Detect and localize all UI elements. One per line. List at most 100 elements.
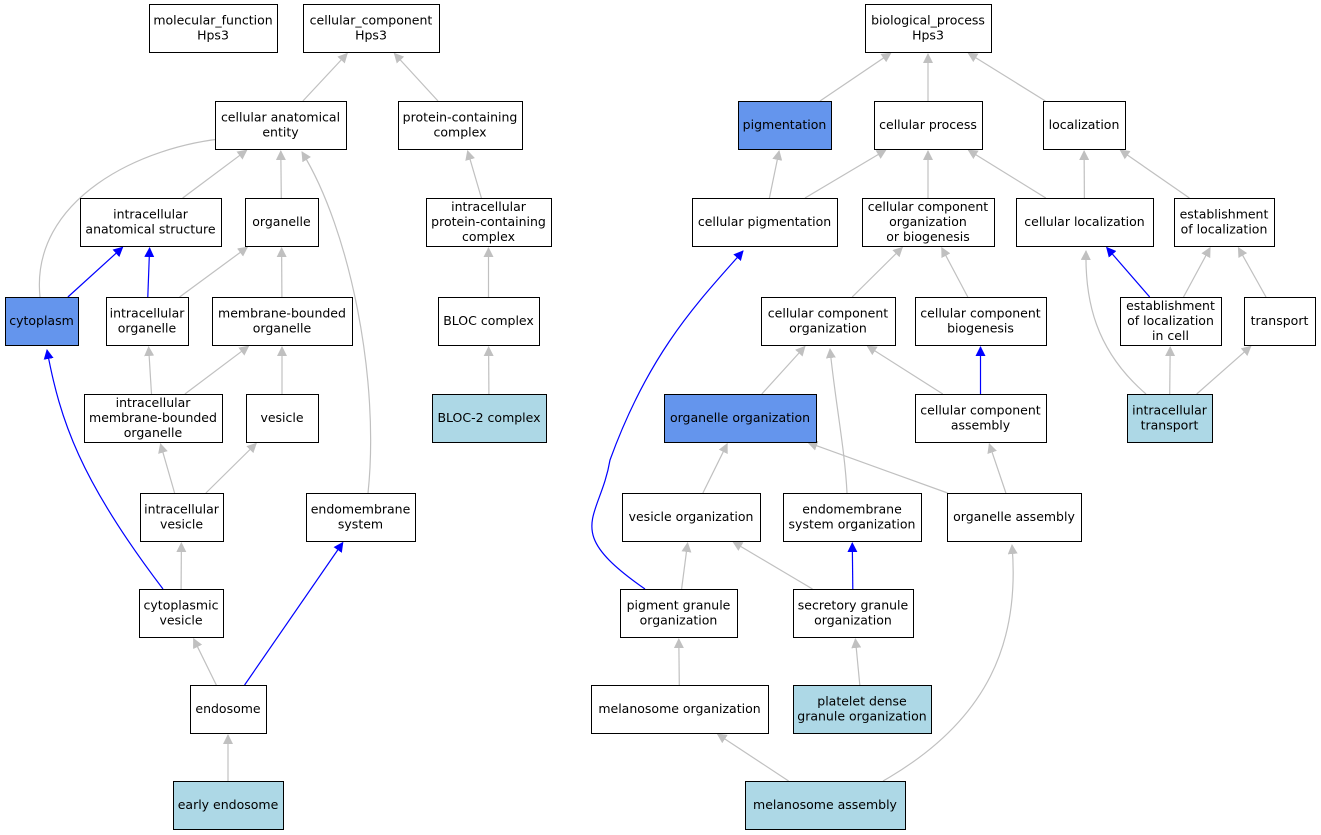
- node-box[interactable]: [865, 4, 992, 53]
- edge-sgo-to-endomem_org: [847, 542, 858, 590]
- edge-line: [1182, 246, 1211, 298]
- node-vesicle[interactable]: vesicle: [246, 394, 319, 443]
- node-box[interactable]: [140, 493, 224, 542]
- node-box[interactable]: [947, 493, 1082, 542]
- node-early-endo[interactable]: early endosome: [173, 781, 284, 830]
- node-box[interactable]: [1174, 198, 1275, 247]
- node-box[interactable]: [874, 101, 983, 150]
- node-cproc[interactable]: cellular process: [874, 101, 983, 150]
- node-box[interactable]: [1244, 297, 1316, 346]
- node-label: organelle: [118, 321, 177, 336]
- node-transport[interactable]: transport: [1244, 297, 1316, 346]
- edge-line: [768, 150, 783, 199]
- node-box[interactable]: [783, 493, 922, 542]
- node-box[interactable]: [793, 589, 914, 638]
- node-box[interactable]: [862, 198, 995, 247]
- node-box[interactable]: [398, 101, 523, 150]
- node-endosome[interactable]: endosome: [190, 685, 267, 734]
- node-organelle[interactable]: organelle: [245, 198, 319, 247]
- node-box[interactable]: [149, 4, 278, 53]
- node-box[interactable]: [915, 297, 1047, 346]
- node-label: cellular component: [920, 403, 1040, 418]
- node-localization[interactable]: localization: [1043, 101, 1126, 150]
- node-pigmentation[interactable]: pigmentation: [738, 101, 832, 150]
- node-box[interactable]: [5, 297, 79, 346]
- node-box[interactable]: [1043, 101, 1126, 150]
- node-box[interactable]: [432, 394, 547, 443]
- node-label: melanosome assembly: [753, 797, 898, 812]
- node-box[interactable]: [1127, 394, 1213, 443]
- node-orgorg[interactable]: organelle organization: [664, 394, 817, 443]
- node-cytoplasm[interactable]: cytoplasm: [5, 297, 79, 346]
- node-cpig[interactable]: cellular pigmentation: [692, 198, 838, 247]
- edge-line: [967, 149, 1047, 199]
- node-box[interactable]: [620, 589, 738, 638]
- node-box[interactable]: [84, 394, 223, 443]
- node-box[interactable]: [245, 198, 319, 247]
- node-box[interactable]: [212, 297, 353, 346]
- node-box[interactable]: [664, 394, 817, 443]
- node-box[interactable]: [1120, 297, 1222, 346]
- node-box[interactable]: [173, 781, 284, 830]
- node-melasm[interactable]: melanosome assembly: [745, 781, 906, 830]
- node-box[interactable]: [246, 394, 319, 443]
- node-box[interactable]: [426, 198, 552, 247]
- node-box[interactable]: [106, 297, 189, 346]
- edge-cco-to-ccob: [851, 246, 904, 298]
- node-box[interactable]: [139, 589, 224, 638]
- edge-melorg-to-pgo: [673, 638, 684, 686]
- node-cloc[interactable]: cellular localization: [1016, 198, 1154, 247]
- node-bloc2[interactable]: BLOC-2 complex: [432, 394, 547, 443]
- node-label: Hps3: [912, 28, 944, 43]
- node-box[interactable]: [745, 781, 906, 830]
- node-bloc[interactable]: BLOC complex: [438, 297, 540, 346]
- node-box[interactable]: [190, 685, 267, 734]
- node-box[interactable]: [1016, 198, 1154, 247]
- node-box[interactable]: [591, 685, 769, 734]
- node-box[interactable]: [692, 198, 838, 247]
- node-box[interactable]: [738, 101, 832, 150]
- node-box[interactable]: [438, 297, 540, 346]
- node-melorg[interactable]: melanosome organization: [591, 685, 769, 734]
- node-orgasm[interactable]: organelle assembly: [947, 493, 1082, 542]
- edge-line: [67, 246, 124, 298]
- node-box[interactable]: [622, 493, 761, 542]
- node-vesorg[interactable]: vesicle organization: [622, 493, 761, 542]
- node-box[interactable]: [80, 198, 222, 247]
- node-label: cellular process: [879, 117, 977, 132]
- edge-line: [301, 151, 372, 494]
- node-box[interactable]: [793, 685, 932, 734]
- node-box[interactable]: [303, 4, 440, 53]
- node-box[interactable]: [215, 101, 347, 150]
- node-label: Hps3: [355, 28, 387, 43]
- node-box[interactable]: [761, 297, 896, 346]
- edge-endosome-to-endomem: [244, 541, 344, 686]
- node-box[interactable]: [306, 493, 416, 542]
- node-box[interactable]: [915, 394, 1047, 443]
